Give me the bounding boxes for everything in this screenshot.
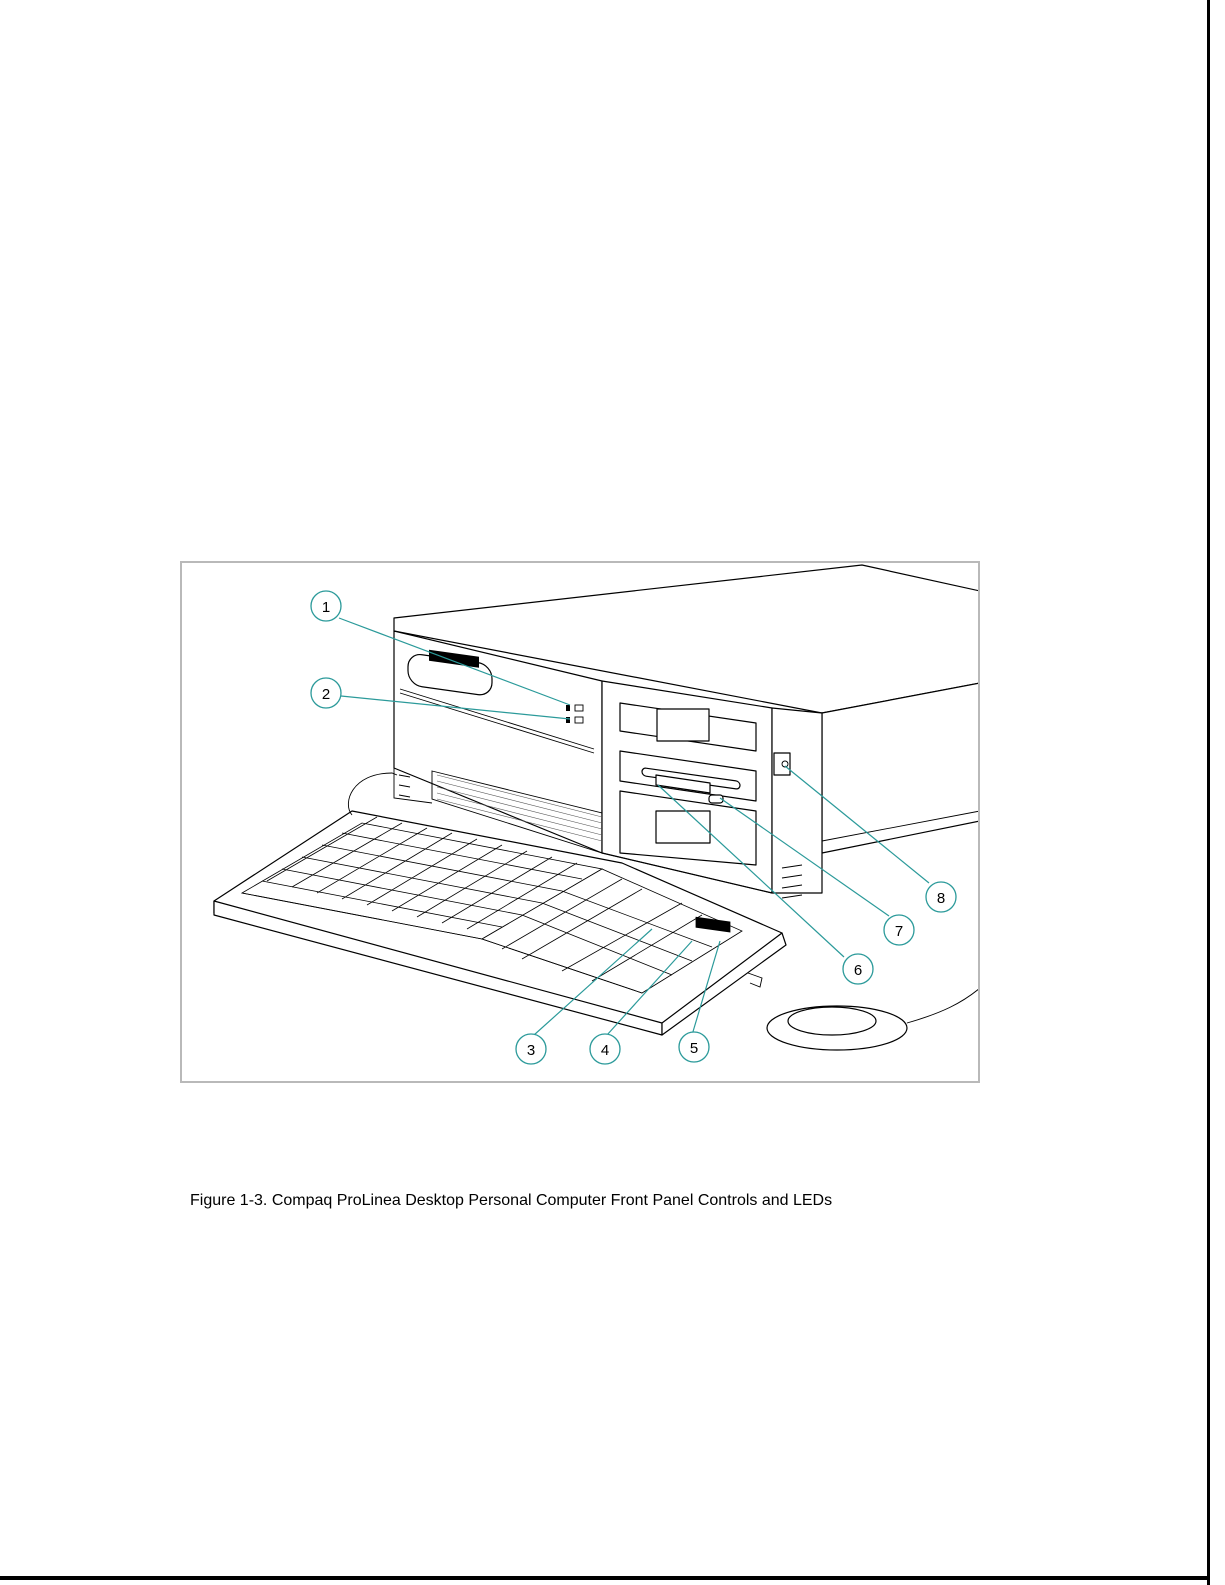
svg-text:2: 2 bbox=[322, 686, 330, 703]
callout-5: 5 bbox=[679, 1032, 709, 1062]
computer-illustration: 1 2 3 4 5 6 7 bbox=[182, 563, 978, 1081]
callout-6: 6 bbox=[843, 954, 873, 984]
bottom-border-rule bbox=[0, 1576, 1210, 1580]
svg-text:6: 6 bbox=[854, 962, 862, 979]
svg-text:4: 4 bbox=[601, 1042, 609, 1059]
right-border-rule bbox=[1207, 0, 1210, 1585]
figure-frame: 1 2 3 4 5 6 7 bbox=[180, 561, 980, 1083]
svg-text:5: 5 bbox=[690, 1040, 698, 1057]
callout-8: 8 bbox=[926, 882, 956, 912]
callout-4: 4 bbox=[590, 1034, 620, 1064]
mouse bbox=[767, 988, 978, 1050]
callout-1: 1 bbox=[311, 591, 341, 621]
svg-text:3: 3 bbox=[527, 1042, 535, 1059]
svg-text:7: 7 bbox=[895, 923, 903, 940]
callout-2: 2 bbox=[311, 678, 341, 708]
callout-7: 7 bbox=[884, 915, 914, 945]
callout-3: 3 bbox=[516, 1034, 546, 1064]
figure-caption: Figure 1-3. Compaq ProLinea Desktop Pers… bbox=[190, 1192, 1090, 1210]
svg-text:1: 1 bbox=[322, 599, 330, 616]
svg-text:8: 8 bbox=[937, 890, 945, 907]
